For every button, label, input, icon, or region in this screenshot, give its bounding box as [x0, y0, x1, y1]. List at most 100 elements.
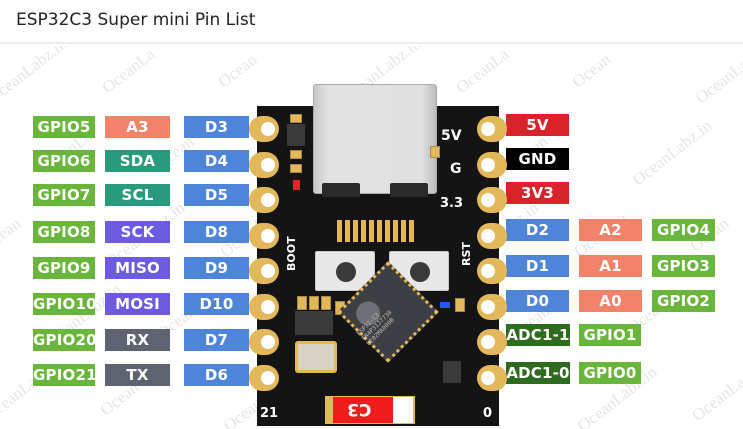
pad-hole	[261, 264, 275, 278]
diode	[443, 361, 461, 383]
right-header-pad	[477, 293, 507, 320]
gpio-label: GPIO9	[33, 257, 95, 279]
crystal-oscillator	[295, 341, 337, 373]
silk-21: 21	[260, 406, 279, 421]
digital-pin-label: D8	[184, 221, 249, 243]
function-label: RX	[105, 329, 170, 351]
status-led	[440, 302, 450, 308]
smd-pad	[297, 296, 307, 310]
function-label: A3	[105, 116, 170, 138]
gpio-label: GPIO1	[579, 324, 641, 346]
left-header-pad	[249, 258, 279, 284]
left-header-pad	[249, 293, 279, 320]
pad-hole	[261, 299, 275, 314]
left-header-pad	[249, 329, 279, 355]
analog-label: A1	[579, 255, 642, 277]
adc-label: ADC1-0	[506, 362, 570, 384]
smd-pad	[455, 298, 465, 312]
silk-0: 0	[483, 406, 493, 421]
right-header-pad	[477, 329, 507, 355]
pad-hole	[481, 299, 495, 314]
antenna-label: C3	[347, 399, 372, 419]
boot-button-knob	[336, 262, 356, 282]
pad-hole	[261, 157, 275, 172]
power-label: 3V3	[506, 182, 569, 204]
pad-hole	[481, 264, 495, 278]
right-header-pad	[477, 364, 507, 391]
watermark-text: OceanLabz.in	[628, 115, 716, 190]
power-label: 5V	[506, 114, 569, 136]
smd-pad	[290, 164, 302, 173]
adc-label: ADC1-1	[506, 324, 570, 346]
silk-rst: RST	[460, 242, 473, 266]
watermark-text: Ocean	[214, 49, 261, 92]
smd-pad	[430, 146, 440, 158]
regulator	[287, 124, 305, 146]
digital-pin-label: D3	[184, 116, 249, 138]
watermark-text: OceanLabz.in	[0, 46, 71, 108]
gpio-label: GPIO3	[652, 255, 715, 277]
ceramic-antenna: C3	[325, 396, 415, 424]
digital-pin-label: D2	[506, 219, 569, 241]
smd-pad	[290, 114, 302, 123]
usb-c-connector	[313, 84, 437, 197]
pad-hole	[261, 335, 275, 349]
pad-hole	[481, 193, 495, 207]
gpio-label: GPIO5	[33, 116, 95, 138]
right-header-pad	[477, 151, 507, 178]
watermark-text: Ocean	[568, 49, 615, 92]
function-label: SCK	[105, 221, 170, 243]
function-label: SDA	[105, 150, 170, 172]
reset-button-knob	[410, 262, 430, 282]
pad-hole	[261, 193, 275, 207]
left-header-pad	[249, 364, 279, 391]
pad-hole	[481, 335, 495, 349]
smd-pad	[321, 296, 331, 310]
silk-boot: BOOT	[285, 236, 298, 271]
digital-pin-label: D4	[184, 150, 249, 172]
pad-hole	[481, 370, 495, 385]
power-led	[293, 180, 300, 190]
digital-pin-label: D10	[184, 293, 249, 315]
watermark-text: OceanLa	[452, 46, 513, 97]
digital-pin-label: D0	[506, 290, 569, 312]
antenna-white-pad	[393, 397, 413, 423]
ldo-chip	[295, 311, 333, 335]
digital-pin-label: D7	[184, 329, 249, 351]
function-label: SCL	[105, 184, 170, 206]
smd-pad	[290, 150, 302, 159]
page-header: ESP32C3 Super mini Pin List	[0, 0, 743, 44]
usb-shield-left	[322, 183, 360, 197]
pad-hole	[261, 228, 275, 243]
digital-pin-label: D6	[184, 364, 249, 386]
right-header-pad	[477, 116, 507, 142]
digital-pin-label: D5	[184, 184, 249, 206]
silk-g: G	[450, 161, 462, 177]
function-label: MISO	[105, 257, 170, 279]
pad-hole	[261, 122, 275, 136]
left-header-pad	[249, 151, 279, 178]
pad-hole	[481, 157, 495, 172]
silk-5v: 5V	[441, 128, 462, 144]
right-header-pad	[477, 258, 507, 284]
left-header-pad	[249, 116, 279, 142]
function-label: MOSI	[105, 293, 170, 315]
analog-label: A0	[579, 290, 642, 312]
smd-pad	[309, 296, 319, 310]
function-label: TX	[105, 364, 170, 386]
pad-hole	[481, 228, 495, 243]
power-label: GND	[506, 148, 569, 170]
gpio-label: GPIO8	[33, 221, 95, 243]
analog-label: A2	[579, 219, 642, 241]
gpio-label: GPIO0	[579, 362, 641, 384]
boot-button[interactable]	[315, 251, 375, 291]
gpio-label: GPIO2	[652, 290, 715, 312]
usb-pins	[337, 220, 417, 242]
antenna-body	[333, 397, 393, 423]
right-header-pad	[477, 222, 507, 249]
usb-shield-right	[390, 183, 428, 197]
watermark-text: Ocean	[0, 213, 25, 256]
esp32c3-board: 5V G 3.3 BOOT RST ESP32-C3 FN4P31J7730 U…	[249, 84, 507, 426]
right-header-pad	[477, 187, 507, 213]
